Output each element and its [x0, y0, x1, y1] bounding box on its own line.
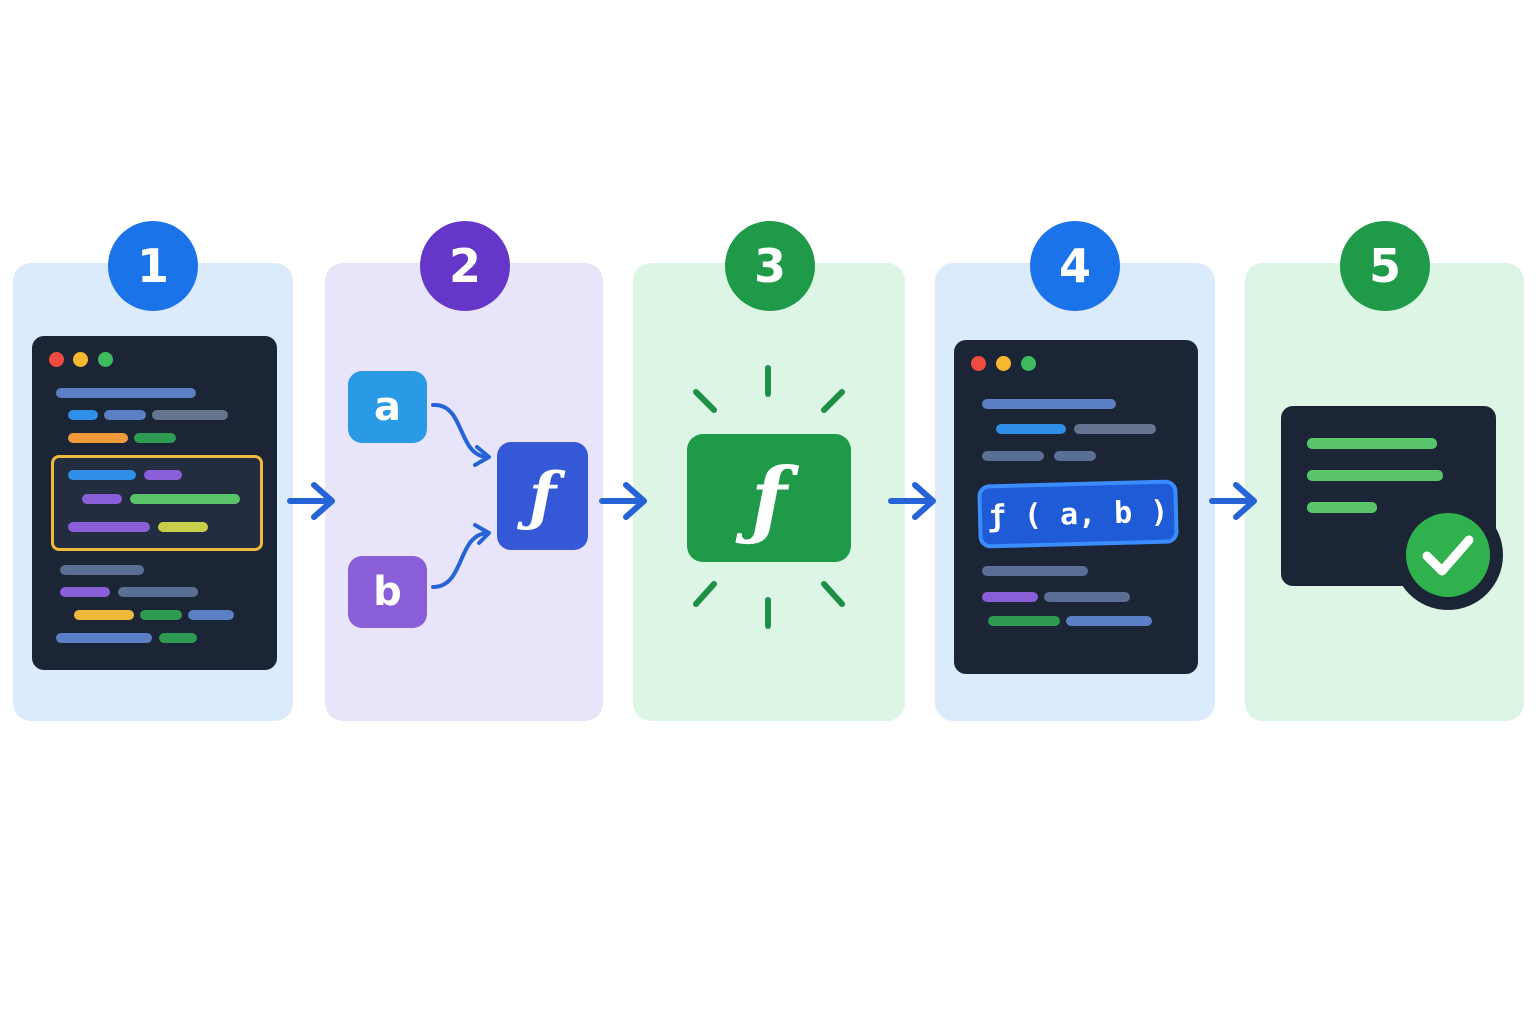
code-line [988, 616, 1060, 626]
arrow-right-icon [888, 482, 936, 520]
code-line [1054, 451, 1096, 461]
code-line [982, 399, 1116, 409]
code-line [1074, 424, 1156, 434]
code-line [140, 610, 182, 620]
window-dots-icon [98, 352, 113, 367]
code-line [60, 587, 110, 597]
code-line [56, 633, 152, 643]
code-line [56, 388, 196, 398]
arrow-right-icon [287, 482, 335, 520]
code-line [982, 566, 1088, 576]
checkmark-icon [1406, 513, 1490, 597]
function-icon: ƒ [528, 458, 557, 534]
function-box: ƒ [497, 442, 588, 550]
code-line [68, 433, 128, 443]
param-flow-connectors [431, 402, 491, 589]
code-line [68, 470, 136, 480]
code-line [68, 522, 150, 532]
code-line [134, 433, 176, 443]
code-line [1044, 592, 1130, 602]
result-line [1307, 502, 1377, 513]
code-line [188, 610, 234, 620]
code-line [159, 633, 197, 643]
code-line [996, 424, 1066, 434]
code-line [74, 610, 134, 620]
function-call-text: ƒ ( a, b ) [987, 494, 1169, 534]
code-line [68, 410, 98, 420]
window-dots-icon [49, 352, 64, 367]
param-a-box: a [348, 371, 427, 443]
step-3-badge: 3 [725, 221, 815, 311]
window-dots-icon [73, 352, 88, 367]
code-line [60, 565, 144, 575]
window-dots-icon [1021, 356, 1036, 371]
step-2-badge: 2 [420, 221, 510, 311]
code-editor-window [32, 336, 277, 670]
param-b-box: b [348, 556, 427, 628]
step-4-badge: 4 [1030, 221, 1120, 311]
code-line [144, 470, 182, 480]
arrow-right-icon [1209, 482, 1257, 520]
check-badge [1393, 500, 1503, 610]
arrow-right-icon [599, 482, 647, 520]
code-line [158, 522, 208, 532]
code-line [82, 494, 122, 504]
code-line [982, 451, 1044, 461]
result-line [1307, 438, 1437, 449]
code-line [104, 410, 146, 420]
step-1-badge: 1 [108, 221, 198, 311]
function-icon: ƒ [750, 448, 788, 548]
code-line [152, 410, 228, 420]
code-line [982, 592, 1038, 602]
function-call-highlight: ƒ ( a, b ) [977, 479, 1179, 549]
window-dots-icon [971, 356, 986, 371]
result-line [1307, 470, 1443, 481]
window-dots-icon [996, 356, 1011, 371]
code-line [1066, 616, 1152, 626]
code-line [130, 494, 240, 504]
step-5-badge: 5 [1340, 221, 1430, 311]
code-line [118, 587, 198, 597]
function-box-green: ƒ [687, 434, 851, 562]
sparkle-icon [693, 365, 845, 629]
